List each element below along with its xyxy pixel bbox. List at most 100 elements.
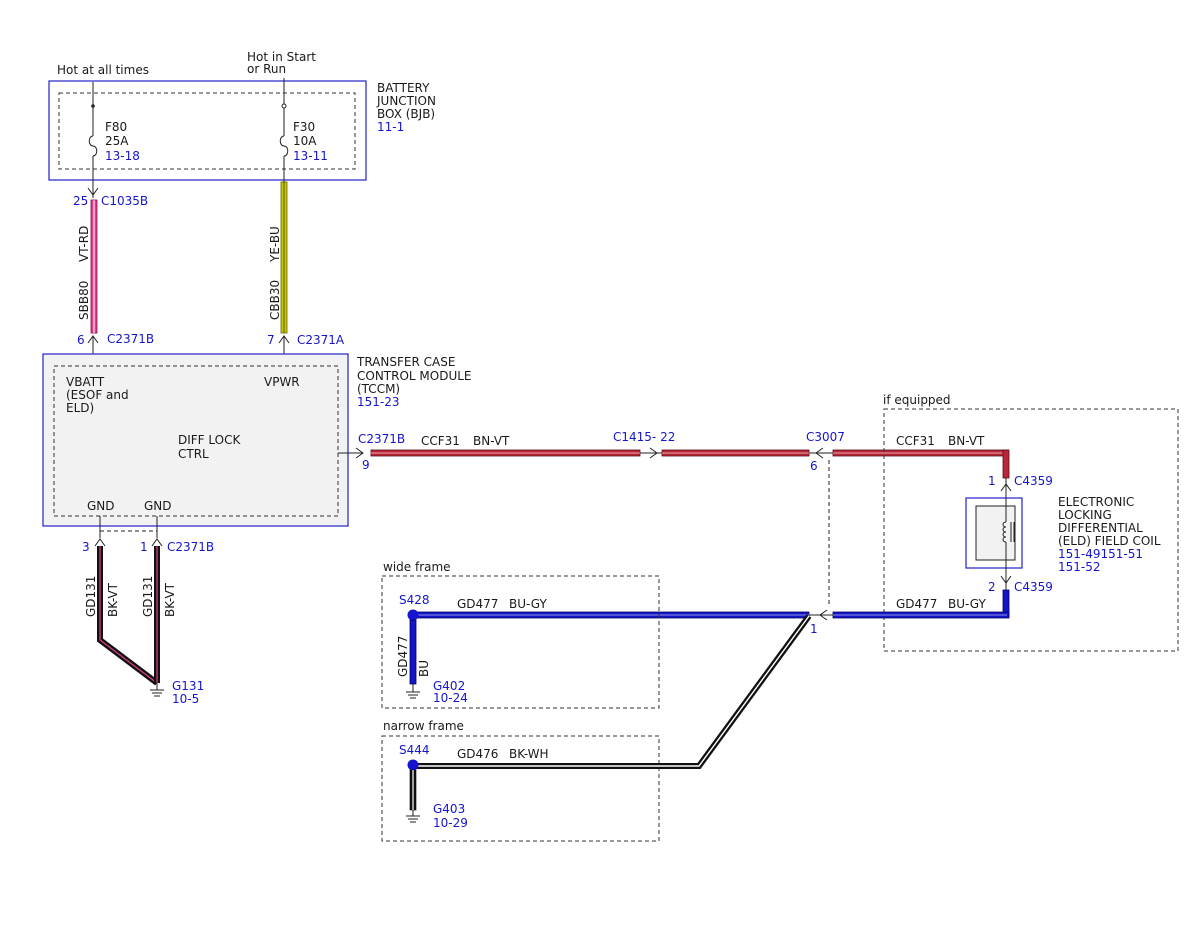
tccm-vbatt-line2: (ESOF and <box>66 388 129 402</box>
w2-connector-bottom: C2371A <box>297 333 345 347</box>
bjb-outline <box>48 80 367 181</box>
w2-circuit: CBB30 <box>268 280 282 320</box>
equipped-gd477-circuit: GD477 <box>896 597 937 611</box>
connector-arrow-icon <box>94 538 106 547</box>
coil-ref1: 151-49151-51 <box>1058 547 1143 561</box>
connector-arrow-icon <box>151 538 163 547</box>
wide-color: BU-GY <box>509 597 547 611</box>
equipped-gd477-color: BU-GY <box>948 597 986 611</box>
wide-vcolor: BU <box>417 660 431 677</box>
wire-gd131-a[interactable] <box>97 546 159 686</box>
fuse-symbol-icon <box>279 135 289 157</box>
g131-label: G131 <box>172 679 204 693</box>
wire-gd476[interactable] <box>417 614 812 769</box>
gnd-connector: C2371B <box>167 540 214 554</box>
c3007-pin1: 1 <box>810 622 818 636</box>
transfer-case-control-module[interactable] <box>42 353 349 527</box>
coil-connector1: C4359 <box>1014 474 1053 488</box>
narrow-frame-box <box>381 735 660 842</box>
tccm-vbatt-line3: ELD) <box>66 401 94 415</box>
fuse-f80-name: F80 <box>105 120 127 134</box>
fuse-f30-ref: 13-11 <box>293 149 328 163</box>
gd131-a-circuit: GD131 <box>84 576 98 617</box>
splice-s428: S428 <box>399 593 430 607</box>
wire-gd476-vertical[interactable] <box>409 769 417 811</box>
coil-title-line3: DIFFERENTIAL <box>1058 521 1143 535</box>
coil-connector2: C4359 <box>1014 580 1053 594</box>
wire-sbb80[interactable] <box>90 199 98 334</box>
hot-in-start-label-2: or Run <box>247 62 286 76</box>
connector-arrow-icon <box>819 609 828 621</box>
g403-label: G403 <box>433 802 465 816</box>
g131-ref: 10-5 <box>172 692 199 706</box>
wire-gd477-vertical[interactable] <box>409 619 417 685</box>
g402-label: G402 <box>433 679 465 693</box>
if-equipped-label: if equipped <box>883 393 951 407</box>
bjb-title-line1: BATTERY <box>377 81 430 95</box>
ground-g403-icon <box>406 810 420 823</box>
bjb-title-line3: BOX (BJB) <box>377 107 435 121</box>
splice-s444: S444 <box>399 743 430 757</box>
connector-arrow-icon <box>1000 575 1012 584</box>
tccm-title-line1: TRANSFER CASE <box>356 355 455 369</box>
battery-junction-box[interactable] <box>48 80 367 181</box>
c3007-pin6: 6 <box>810 459 818 473</box>
g402-ref: 10-24 <box>433 691 468 705</box>
tccm-gnd1: GND <box>87 499 115 513</box>
output-connector: C2371B <box>358 432 405 446</box>
coil-ref2: 151-52 <box>1058 560 1101 574</box>
tccm-title-line2: CONTROL MODULE <box>357 369 472 383</box>
coil-pin1: 1 <box>988 474 996 488</box>
coil-title-line1: ELECTRONIC <box>1058 495 1134 509</box>
gd131-a-color: BK-VT <box>106 582 120 617</box>
fuse-f30[interactable] <box>279 78 289 182</box>
connector-arrow-icon <box>815 447 824 459</box>
splice-s444-dot[interactable] <box>407 759 419 771</box>
equipped-ccf31-circuit: CCF31 <box>896 434 935 448</box>
w1-color: VT-RD <box>77 226 91 262</box>
bjb-title-line2: JUNCTION <box>376 94 436 108</box>
w1-pin-top: 25 <box>73 194 88 208</box>
narrow-frame-label: narrow frame <box>383 719 464 733</box>
fuse-f80-ref: 13-18 <box>105 149 140 163</box>
equipped-ccf31-color: BN-VT <box>948 434 985 448</box>
hot-at-all-times-label: Hot at all times <box>57 63 149 77</box>
fuse-f80[interactable] <box>87 82 99 198</box>
eld-field-coil[interactable] <box>965 497 1023 569</box>
wide-frame-label: wide frame <box>383 560 451 574</box>
tccm-vpwr: VPWR <box>264 375 300 389</box>
wire-ccf31[interactable] <box>370 449 1010 479</box>
gnd-pin3: 3 <box>82 540 90 554</box>
fuse-f80-rating: 25A <box>105 134 129 148</box>
tccm-vbatt-line1: VBATT <box>66 375 105 389</box>
if-equipped-box <box>883 408 1179 652</box>
fuse-f30-rating: 10A <box>293 134 317 148</box>
connector-arrow-icon <box>355 447 364 459</box>
coil-pin2: 2 <box>988 580 996 594</box>
splice-s428-dot[interactable] <box>407 609 419 621</box>
tccm-diff-line1: DIFF LOCK <box>178 433 241 447</box>
fuse-f30-name: F30 <box>293 120 315 134</box>
w1-connector-top: C1035B <box>101 194 148 208</box>
coil-icon <box>1002 521 1007 543</box>
wide-circuit: GD477 <box>457 597 498 611</box>
w1-pin-bottom: 6 <box>77 333 85 347</box>
tccm-title-line3: (TCCM) <box>357 382 400 396</box>
inline-connector: C1415- 22 <box>613 430 675 444</box>
narrow-color: BK-WH <box>509 747 549 761</box>
wide-vcircuit: GD477 <box>396 636 410 677</box>
gd131-b-circuit: GD131 <box>141 576 155 617</box>
output-pin: 9 <box>362 458 370 472</box>
w1-circuit: SBB80 <box>77 281 91 320</box>
wire-cbb30[interactable] <box>280 181 288 334</box>
gnd-pin1: 1 <box>140 540 148 554</box>
coil-title-line2: LOCKING <box>1058 508 1112 522</box>
tccm-gnd2: GND <box>144 499 172 513</box>
bjb-inner-dashed <box>58 92 356 170</box>
w1-connector-bottom: C2371B <box>107 332 154 346</box>
ground-g131-icon <box>150 683 164 697</box>
g403-ref: 10-29 <box>433 816 468 830</box>
gd131-b-color: BK-VT <box>163 582 177 617</box>
ccf31-circuit: CCF31 <box>421 434 460 448</box>
connector-arrow-icon <box>87 187 99 196</box>
